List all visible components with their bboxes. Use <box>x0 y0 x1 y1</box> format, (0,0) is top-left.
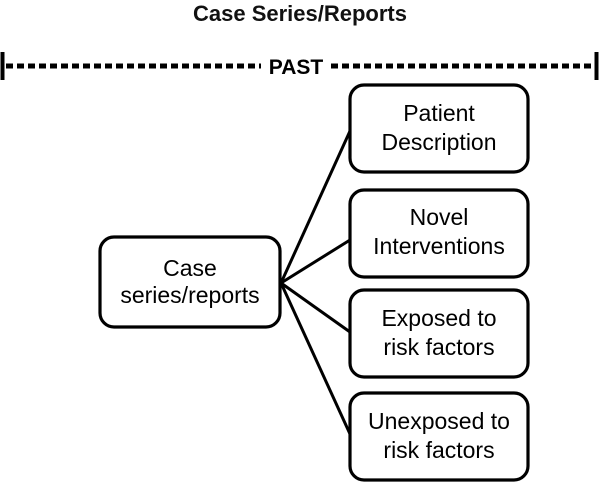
node-patient-description-line1: Patient <box>403 100 475 126</box>
timeline-label-past: PAST <box>269 56 324 79</box>
node-novel-interventions-line2: Interventions <box>373 233 505 259</box>
node-novel-interventions[interactable]: Novel Interventions <box>348 188 530 279</box>
node-patient-description-box[interactable] <box>348 83 530 174</box>
node-exposed-to-risk-factors[interactable]: Exposed to risk factors <box>348 288 530 379</box>
edge-root-to-patient-description <box>279 130 352 284</box>
node-exposed-to-risk-factors-line2: risk factors <box>383 334 494 360</box>
node-novel-interventions-box[interactable] <box>348 188 530 279</box>
node-novel-interventions-line1: Novel <box>410 204 469 230</box>
node-unexposed-to-risk-factors-line2: risk factors <box>383 437 494 463</box>
node-case-series-reports-line2: series/reports <box>120 282 259 308</box>
node-unexposed-to-risk-factors-line1: Unexposed to <box>368 408 510 434</box>
node-case-series-reports[interactable]: Case series/reports <box>98 235 282 329</box>
node-case-series-reports-line1: Case <box>163 255 217 281</box>
node-patient-description[interactable]: Patient Description <box>348 83 530 174</box>
node-unexposed-to-risk-factors-box[interactable] <box>348 391 530 482</box>
node-case-series-reports-box[interactable] <box>98 235 282 329</box>
edge-root-to-unexposed-risk-factors <box>279 282 352 435</box>
edge-root-to-exposed-risk-factors <box>280 281 351 334</box>
node-exposed-to-risk-factors-line1: Exposed to <box>381 305 496 331</box>
edge-root-to-novel-interventions <box>280 238 351 285</box>
page-title: Case Series/Reports <box>193 1 407 26</box>
node-exposed-to-risk-factors-box[interactable] <box>348 288 530 379</box>
node-unexposed-to-risk-factors[interactable]: Unexposed to risk factors <box>348 391 530 482</box>
node-patient-description-line2: Description <box>381 129 496 155</box>
